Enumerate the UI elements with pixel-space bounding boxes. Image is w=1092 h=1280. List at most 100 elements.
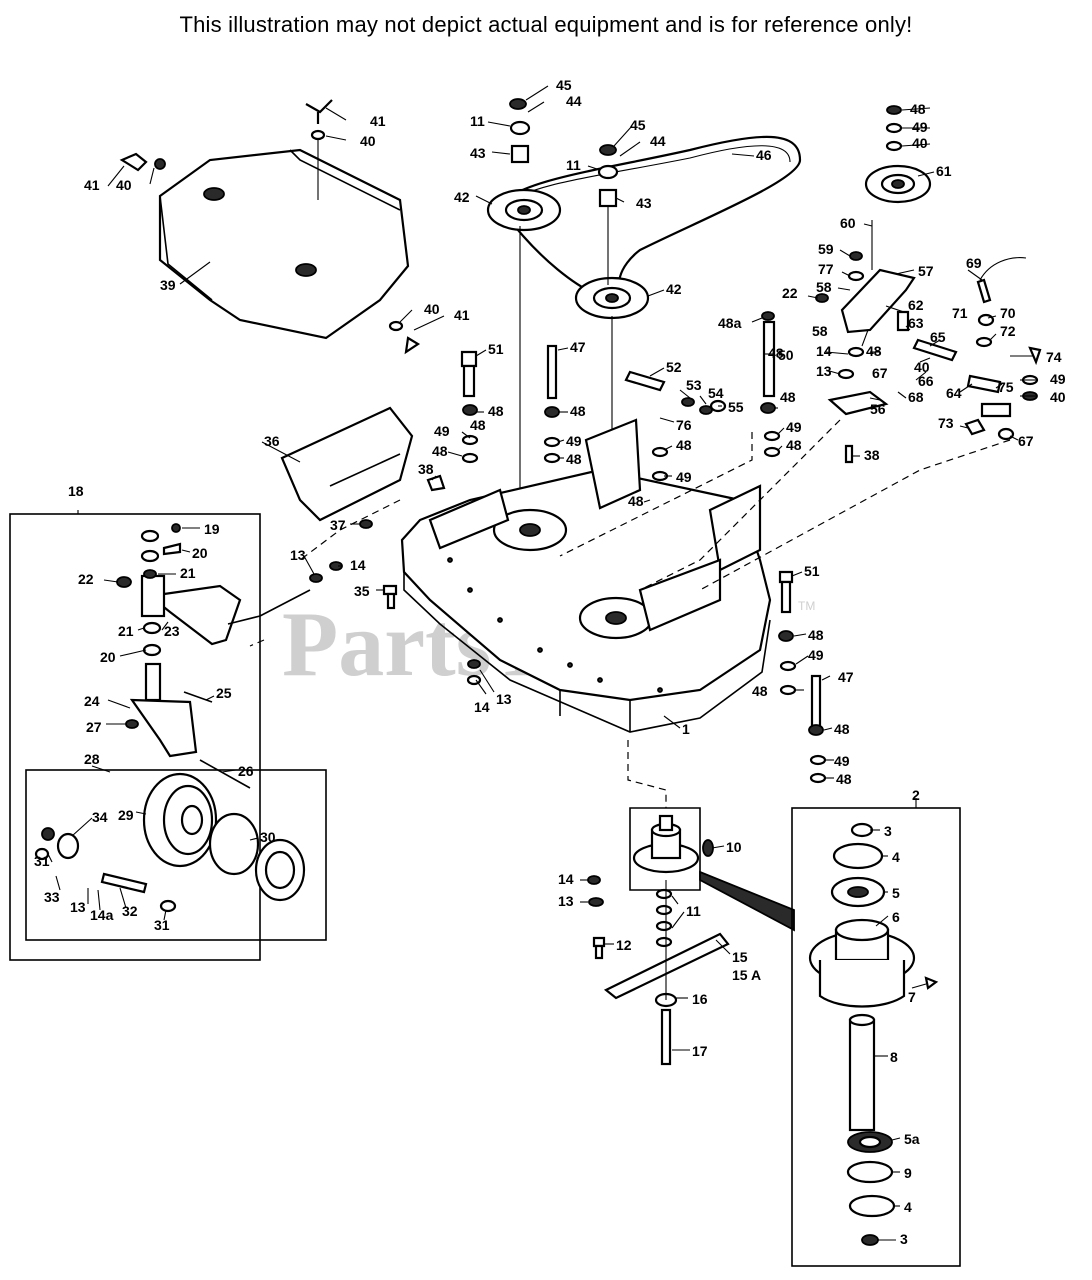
- callout-label: 32: [122, 903, 138, 919]
- callout-label: 40: [424, 301, 440, 317]
- callout-label: 39: [160, 277, 176, 293]
- callout-label: 4: [892, 849, 900, 865]
- callout-label: 70: [1000, 305, 1016, 321]
- callout-label: 48a: [718, 315, 742, 331]
- callout-label: 31: [154, 917, 170, 933]
- callout-label: 48: [834, 721, 850, 737]
- callout-label: 38: [418, 461, 434, 477]
- callout-label: 15 A: [732, 967, 761, 983]
- callout-label: 42: [454, 189, 470, 205]
- callout-label: 11: [686, 903, 701, 919]
- callout-label: 26: [238, 763, 254, 779]
- callout-label: 41: [84, 177, 100, 193]
- callout-label: 24: [84, 693, 100, 709]
- callout-label: 48: [488, 403, 504, 419]
- callout-label: 25: [216, 685, 232, 701]
- callout-label: 49: [912, 119, 928, 135]
- callout-label: 55: [728, 399, 744, 415]
- callout-label: 27: [86, 719, 102, 735]
- callout-label: 30: [260, 829, 276, 845]
- callout-label: 19: [204, 521, 220, 537]
- callout-label: 48: [866, 343, 882, 359]
- callout-label: 77: [818, 261, 834, 277]
- callout-label: 2: [912, 787, 920, 803]
- callout-label: 40: [912, 135, 928, 151]
- callout-label: 67: [872, 365, 888, 381]
- mower-deck-part: [400, 418, 772, 733]
- callout-label: 6: [892, 909, 900, 925]
- callout-label: 48: [628, 493, 644, 509]
- callout-label: 14: [350, 557, 366, 573]
- callout-label: 14: [474, 699, 490, 715]
- callout-label: 48: [808, 627, 824, 643]
- callout-label: 58: [812, 323, 828, 339]
- callout-label: 22: [782, 285, 798, 301]
- callout-label: 29: [118, 807, 134, 823]
- wheel-part: [34, 772, 306, 913]
- callout-label: 14a: [90, 907, 114, 923]
- leader-lines: [47, 85, 1036, 1241]
- callout-label: 40: [914, 359, 930, 375]
- spindle-assembly-part: [587, 814, 730, 1066]
- callout-label: 3: [884, 823, 892, 839]
- callout-label: 20: [192, 545, 208, 561]
- wheel-detail-box: [25, 769, 327, 941]
- wing-nut-icon: [305, 99, 333, 200]
- caster-arm-part: [116, 523, 251, 789]
- callout-label: 53: [686, 377, 702, 393]
- callout-label: 15: [732, 949, 748, 965]
- callout-label: 38: [864, 447, 880, 463]
- callout-label: 64: [946, 385, 962, 401]
- callout-label: 48: [786, 437, 802, 453]
- callout-label: 3: [900, 1231, 908, 1247]
- callout-label: 40: [116, 177, 132, 193]
- callout-label: 63: [908, 315, 924, 331]
- callout-label: 48: [470, 417, 486, 433]
- callout-label: 58: [816, 279, 832, 295]
- callout-label: 76: [676, 417, 692, 433]
- callout-label: 72: [1000, 323, 1016, 339]
- callout-label: 61: [936, 163, 952, 179]
- disclaimer-text: This illustration may not depict actual …: [179, 12, 913, 37]
- callout-label: 60: [840, 215, 856, 231]
- callout-label: 62: [908, 297, 924, 313]
- callout-label: 8: [890, 1049, 898, 1065]
- callout-labels: 1 2 3 3 4 4 5 5a 6 7 8 9 10 11 11 11 12 …: [34, 77, 1066, 1247]
- callout-label: 50: [778, 347, 794, 363]
- callout-label: 35: [354, 583, 370, 599]
- callout-label: 20: [100, 649, 116, 665]
- callout-label: 49: [566, 433, 582, 449]
- callout-label: 45: [556, 77, 572, 93]
- callout-label: 21: [118, 623, 134, 639]
- callout-label: 37: [330, 517, 346, 533]
- callout-label: 13: [558, 893, 574, 909]
- callout-label: 41: [370, 113, 386, 129]
- callout-label: 13: [816, 363, 832, 379]
- callout-label: 11: [566, 157, 581, 173]
- callout-label: 48: [676, 437, 692, 453]
- callout-label: 49: [676, 469, 692, 485]
- callout-label: 47: [570, 339, 586, 355]
- callout-label: 43: [470, 145, 486, 161]
- callout-label: 13: [70, 899, 86, 915]
- callout-label: 48: [768, 345, 784, 361]
- callout-label: 21: [180, 565, 196, 581]
- callout-label: 48: [570, 403, 586, 419]
- callout-label: 56: [870, 401, 886, 417]
- callout-label: 14: [558, 871, 574, 887]
- idler-arm-part: [815, 220, 1042, 441]
- callout-label: 16: [692, 991, 708, 1007]
- callout-label: 47: [838, 669, 854, 685]
- callout-label: 68: [908, 389, 924, 405]
- callout-label: 51: [804, 563, 820, 579]
- pulley-part: [486, 188, 562, 232]
- callout-label: 41: [454, 307, 470, 323]
- callout-label: 36: [264, 433, 280, 449]
- callout-label: 57: [918, 263, 934, 279]
- callout-label: 45: [630, 117, 646, 133]
- belt-cover-part: [158, 148, 410, 340]
- callout-label: 65: [930, 329, 946, 345]
- pulley-part: [864, 164, 932, 204]
- callout-label: 71: [952, 305, 968, 321]
